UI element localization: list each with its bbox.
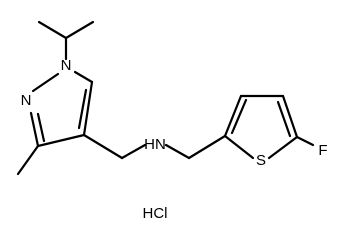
bond-n2-n1 — [31, 72, 60, 93]
bond-c4-c5-outer — [281, 94, 299, 139]
molecule-drawing: N N HN S F HCl — [16, 20, 328, 222]
bond-c2-c3-outer — [223, 94, 243, 138]
bond-c3-n2-outer — [29, 111, 40, 148]
bond-ch2-nh — [120, 143, 147, 160]
bond-isopropyl-ch-methyl-right — [64, 20, 95, 40]
bond-c5-c4-outer — [82, 80, 94, 137]
bond-c3-n2-inner — [36, 112, 46, 143]
bond-c5-c4-inner — [77, 88, 88, 130]
atom-label-amine-nh: HN — [144, 136, 166, 153]
salt-label-hcl: HCl — [143, 205, 168, 222]
bond-s-c2 — [223, 134, 255, 160]
bond-nh-ch2 — [164, 143, 191, 160]
bond-c3-methyl — [16, 144, 40, 176]
bond-isopropyl-ch-methyl-left — [37, 20, 68, 40]
bond-c4-c5-inner — [276, 100, 292, 138]
chemical-structure-figure: N N HN S F HCl — [16, 20, 328, 222]
atom-label-thiophene-s: S — [256, 152, 266, 169]
bond-c2-c3-inner — [230, 98, 248, 135]
atom-label-pyrazole-n2: N — [21, 92, 32, 109]
bond-lines — [16, 20, 315, 176]
bond-c4-ch2 — [82, 133, 124, 160]
atom-label-fluorine: F — [318, 142, 327, 159]
bond-c5-s — [267, 135, 299, 160]
atom-label-pyrazole-n1: N — [61, 57, 72, 74]
bond-n1-c5 — [73, 70, 94, 84]
atom-labels: N N HN S F — [21, 57, 328, 169]
bond-c5-f — [295, 135, 315, 147]
bond-c4-c3 — [36, 133, 86, 148]
bond-ch2-thiophene-c2 — [187, 134, 227, 160]
